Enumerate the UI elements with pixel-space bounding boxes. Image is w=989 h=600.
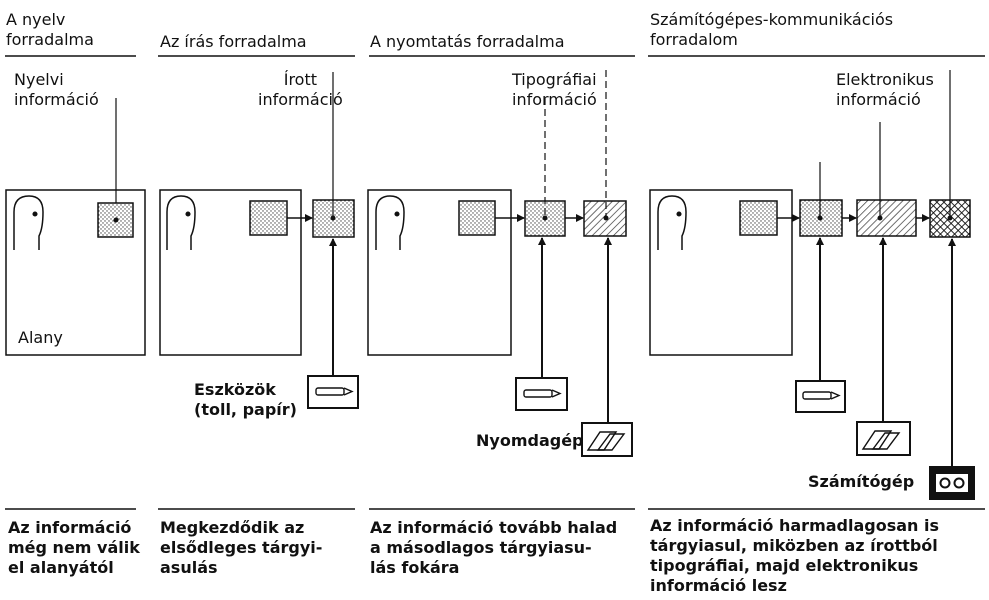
pen-icon: [315, 387, 354, 396]
head-icon: [13, 195, 44, 250]
caption-computer: Az információ harmadlagosan is tárgyiasu…: [650, 516, 939, 595]
typographic-info-box: [856, 199, 917, 237]
printing-press-icon: [586, 431, 626, 451]
header-computer-revolution: Számítógépes-kommunikációs forradalom: [650, 10, 894, 49]
head-icon: [375, 195, 405, 250]
subject-frame-3: [367, 189, 512, 356]
pen-icon: [802, 391, 841, 400]
press-label: Nyomdagép: [476, 431, 584, 450]
computer-tape-icon: [936, 474, 968, 492]
caption-printing: Az információ tovább halad a másodlagos …: [370, 518, 618, 577]
subject-frame-1: [5, 189, 146, 356]
subject-frame-2: [159, 189, 302, 356]
pen-icon: [523, 389, 562, 398]
electronic-info-label: Elektronikus információ: [836, 70, 934, 109]
tools-label: Eszközök (toll, papír): [194, 380, 297, 419]
printing-press-icon: [861, 430, 901, 450]
subject-frame-4: [649, 189, 793, 356]
caption-writing: Megkezdődik az elsődleges tárgyi- asulás: [160, 518, 323, 577]
inner-info-box: [739, 200, 778, 236]
language-info-label: Nyelvi információ: [14, 70, 99, 109]
written-info-label: Írott információ: [258, 70, 343, 109]
computer-label: Számítógép: [808, 472, 915, 491]
inner-info-box: [458, 200, 496, 236]
subject-label: Alany: [18, 328, 63, 347]
inner-info-box: [249, 200, 288, 236]
caption-language: Az információ még nem válik el alanyától: [8, 518, 140, 577]
header-language-revolution: A nyelv forradalma: [6, 10, 94, 49]
printing-press-tool: [581, 422, 633, 457]
header-writing-revolution: Az írás forradalma: [160, 32, 307, 51]
header-printing-revolution: A nyomtatás forradalma: [370, 32, 565, 51]
head-icon: [657, 195, 687, 250]
head-icon: [166, 195, 196, 250]
printing-press-tool: [856, 421, 911, 456]
typographic-info-label: Tipográfiai információ: [512, 70, 597, 109]
